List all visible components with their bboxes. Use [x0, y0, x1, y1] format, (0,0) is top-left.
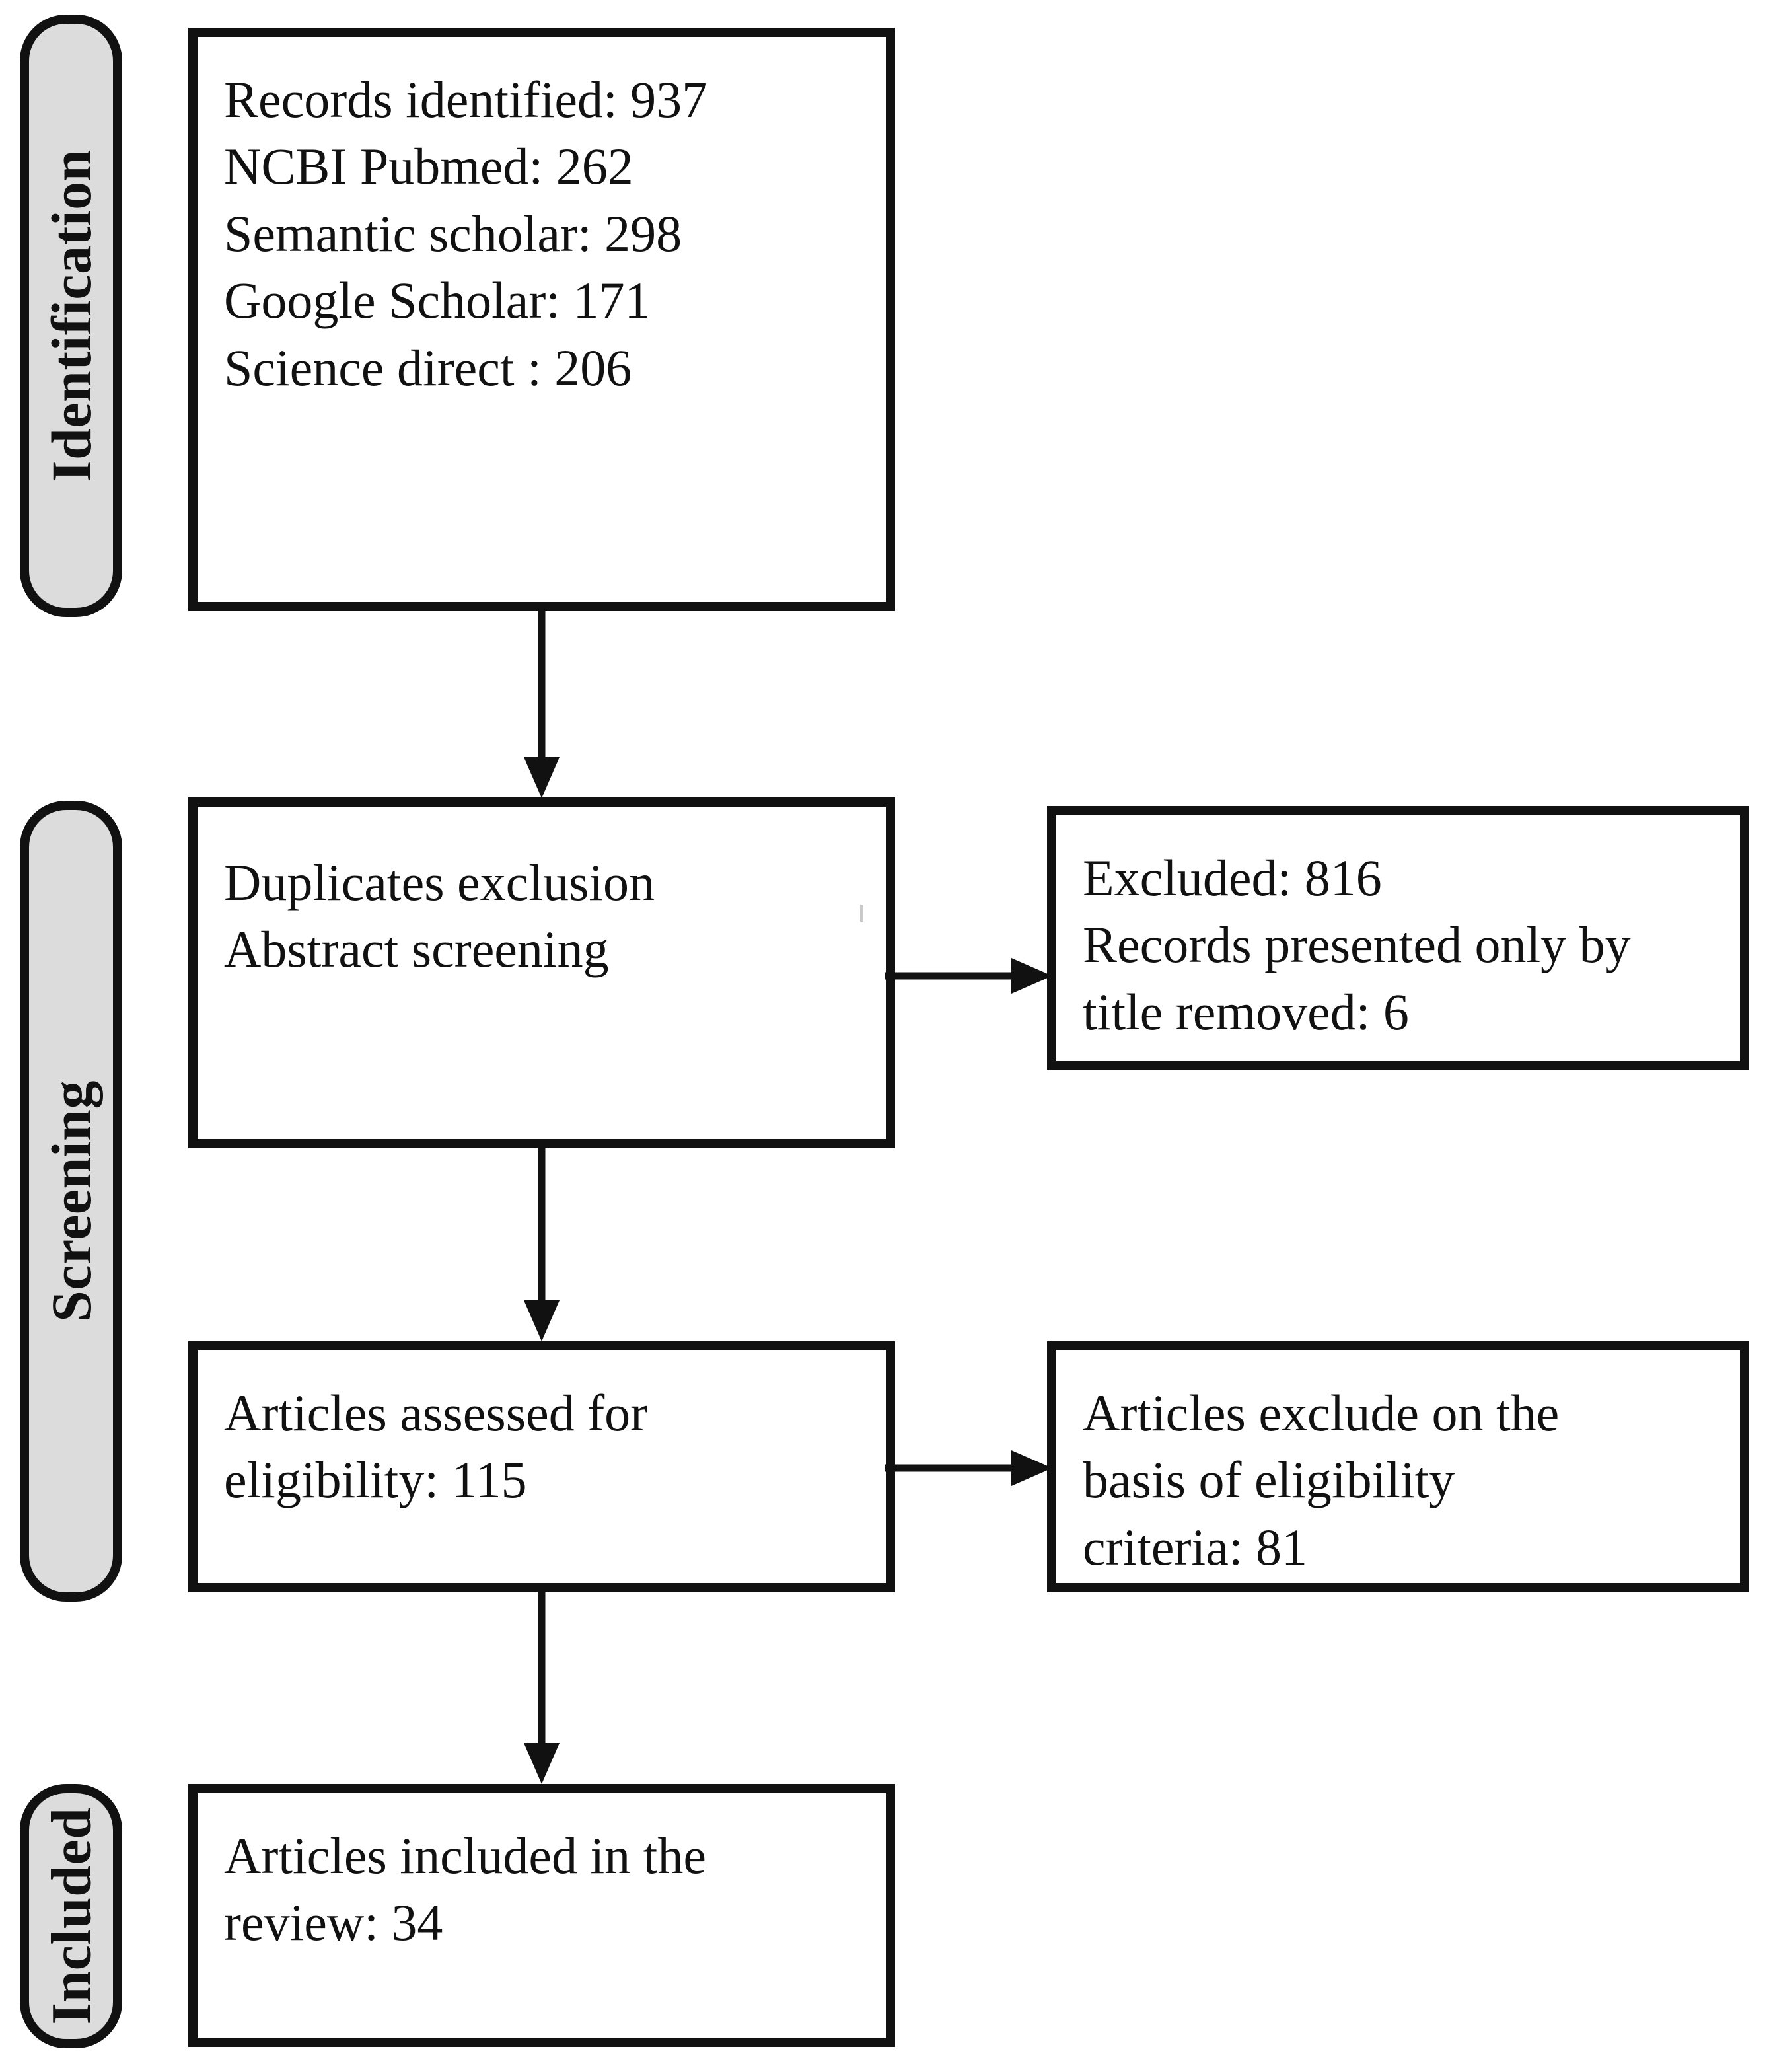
box-included: Articles included in the review: 34	[188, 1784, 895, 2047]
box-excluded-criteria: Articles exclude on the basis of eligibi…	[1047, 1341, 1749, 1592]
stage-pill-included: Included	[20, 1784, 122, 2048]
stage-pill-screening: Screening	[20, 801, 122, 1602]
stage-label-identification: Identification	[39, 149, 103, 482]
stage-label-screening: Screening	[39, 1080, 103, 1323]
box-screening: Duplicates exclusion Abstract screening	[188, 797, 895, 1148]
box-excluded-criteria-text: Articles exclude on the basis of eligibi…	[1083, 1384, 1560, 1576]
stage-pill-identification: Identification	[20, 15, 122, 617]
arrow-eligibility-to-included	[524, 1592, 560, 1784]
stage-label-included: Included	[39, 1807, 103, 2025]
box-included-text: Articles included in the review: 34	[224, 1827, 706, 1952]
arrow-screening-to-eligibility	[524, 1148, 560, 1341]
box-excluded: Excluded: 816 Records presented only by …	[1047, 806, 1749, 1070]
arrow-identification-to-screening	[524, 611, 560, 798]
arrow-screening-to-excluded	[885, 958, 1052, 994]
box-eligibility-text: Articles assessed for eligibility: 115	[224, 1384, 648, 1509]
box-screening-text: Duplicates exclusion Abstract screening	[224, 854, 655, 979]
box-eligibility: Articles assessed for eligibility: 115	[188, 1341, 895, 1592]
arrow-eligibility-to-excluded-criteria	[885, 1450, 1052, 1486]
stray-mark	[860, 905, 863, 922]
box-identification-text: Records identified: 937 NCBI Pubmed: 262…	[224, 71, 708, 396]
box-excluded-text: Excluded: 816 Records presented only by …	[1083, 849, 1631, 1041]
box-identification: Records identified: 937 NCBI Pubmed: 262…	[188, 28, 895, 611]
